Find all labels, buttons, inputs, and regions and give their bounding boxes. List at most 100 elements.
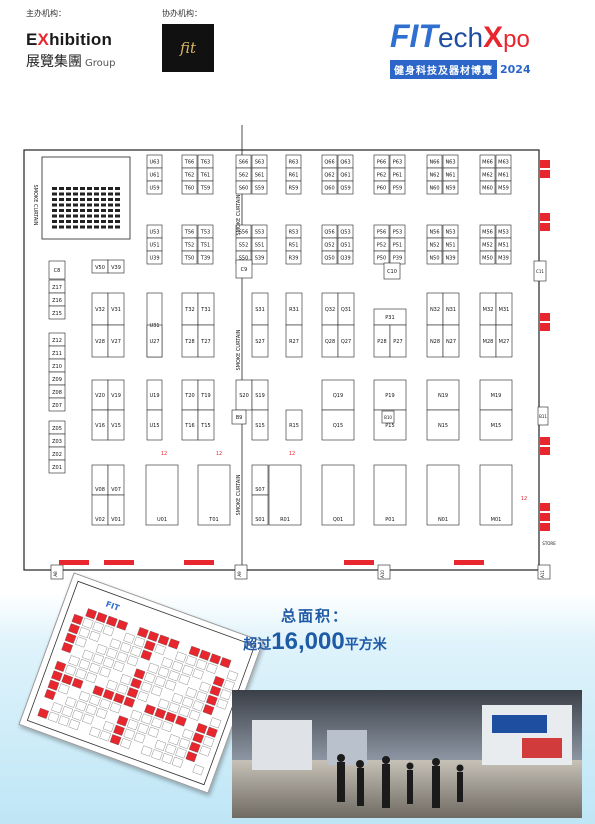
- booth-Z07: [48, 397, 66, 412]
- thumbnail-booth: [185, 687, 197, 699]
- thumbnail-booth: [58, 715, 70, 727]
- thumbnail-booth: [147, 726, 160, 738]
- booth-R59: [285, 180, 302, 195]
- booth-label-M39: M39: [498, 256, 509, 262]
- booth-label-M19: M19: [491, 393, 502, 399]
- thumbnail-booth: [85, 704, 98, 716]
- booth-C8: [48, 260, 66, 280]
- thumbnail-booth: [113, 692, 125, 704]
- booth-Q27: [337, 324, 355, 358]
- thumbnail-booth: [123, 696, 136, 708]
- booth-label-T59: T59: [200, 186, 210, 192]
- thumbnail-booth: [185, 655, 197, 667]
- seat: [59, 198, 64, 201]
- booth-Z15: [48, 305, 66, 320]
- booth-label-Z07: Z07: [52, 403, 62, 409]
- booth-label-A10: A10: [380, 570, 385, 578]
- booth-label-N59: N59: [445, 186, 455, 192]
- thumbnail-booth: [51, 670, 63, 682]
- booth-label-P56: P56: [377, 230, 386, 236]
- seat: [115, 214, 120, 218]
- thumbnail-booth: [85, 672, 98, 684]
- booth-label-Q27: Q27: [341, 339, 351, 345]
- booth-label-V31: V31: [111, 307, 121, 313]
- thumbnail-booth: [195, 659, 208, 671]
- booth-label-N63: N63: [445, 160, 455, 166]
- booth-label-Z02: Z02: [52, 452, 62, 458]
- thumbnail-booth: [99, 666, 111, 678]
- booth-label-Z05: Z05: [52, 426, 62, 432]
- thumbnail-booth: [151, 717, 163, 729]
- thumbnail-booth: [174, 651, 187, 663]
- booth-label-S31: S31: [255, 307, 265, 313]
- booth-Q50: [321, 250, 338, 265]
- thumbnail-booth: [75, 668, 87, 680]
- booth-T39: [197, 250, 214, 265]
- thumbnail-booth: [185, 751, 198, 763]
- thumbnail-booth: [126, 655, 139, 667]
- thumbnail-booth: [178, 706, 191, 718]
- booth-label-U19: U19: [149, 393, 159, 399]
- booth-label-T60: T60: [184, 186, 194, 192]
- seat: [80, 214, 85, 218]
- thumbnail-booth: [126, 719, 139, 731]
- booth-label-T31: T31: [200, 307, 210, 313]
- booth-label-N62: N62: [429, 173, 439, 179]
- booth-label-N27: N27: [446, 339, 456, 345]
- booth-S60: [235, 180, 252, 195]
- thumbnail-booth: [206, 726, 218, 738]
- booth-label-S15: S15: [255, 423, 265, 429]
- thumbnail-booth: [102, 689, 115, 701]
- booth-label-Q31: Q31: [341, 307, 351, 313]
- thumbnail-booth: [130, 677, 142, 689]
- booth-label-M66: M66: [482, 160, 493, 166]
- thumbnail-booth: [199, 649, 211, 661]
- co-organizer-logo: fit: [162, 24, 214, 72]
- thumbnail-booth: [223, 679, 235, 691]
- thumbnail-booth: [78, 690, 91, 702]
- thumbnail-booth: [89, 694, 101, 706]
- fire-exit-marker: [59, 560, 89, 565]
- booth-label-S50: S50: [239, 256, 249, 262]
- fire-exit-marker: [540, 170, 550, 178]
- booth-label-N52: N52: [429, 243, 439, 249]
- thumbnail-booth: [61, 642, 73, 654]
- thumbnail-booth: [133, 636, 146, 648]
- booth-label-M31: M31: [499, 307, 510, 313]
- thumbnail-booth: [147, 662, 160, 674]
- thumbnail-booth: [143, 640, 156, 652]
- thumbnail-booth: [178, 738, 191, 749]
- seat: [115, 192, 120, 196]
- smoke-curtain-label: SMOKE CURTAIN: [236, 194, 242, 235]
- booth-U01: [145, 464, 179, 526]
- booth-label-S27: S27: [255, 339, 265, 345]
- booth-label-M56: M56: [482, 230, 493, 236]
- thumbnail-booth: [75, 636, 87, 648]
- booth-C11: [533, 260, 547, 282]
- booth-label-V08: V08: [95, 487, 105, 493]
- thumbnail-booth: [175, 715, 187, 727]
- thumbnail-booth: [113, 660, 125, 672]
- seat: [66, 225, 71, 229]
- booth-label-V01: V01: [111, 517, 121, 523]
- booth-N15: [426, 409, 460, 441]
- booth-label-P15: P15: [385, 423, 394, 429]
- booth-Q01: [321, 464, 355, 526]
- thumbnail-booth: [78, 659, 91, 671]
- thumbnail-booth: [109, 638, 122, 650]
- booth-V15: [107, 409, 125, 441]
- booth-M59: [495, 180, 512, 195]
- seat: [73, 209, 78, 212]
- thumbnail-booth: [123, 632, 135, 644]
- thumbnail-booth: [126, 687, 139, 699]
- booth-label-Q15: Q15: [333, 423, 343, 429]
- fire-exit-marker: [540, 447, 550, 455]
- seat: [108, 220, 113, 223]
- booth-Z01: [48, 459, 66, 474]
- booth-label-T51: T51: [200, 243, 210, 249]
- seat: [59, 209, 64, 212]
- floor-plan-thumbnail: FIT: [18, 572, 264, 794]
- booth-label-S62: S62: [239, 173, 249, 179]
- booth-Q19: [321, 379, 355, 411]
